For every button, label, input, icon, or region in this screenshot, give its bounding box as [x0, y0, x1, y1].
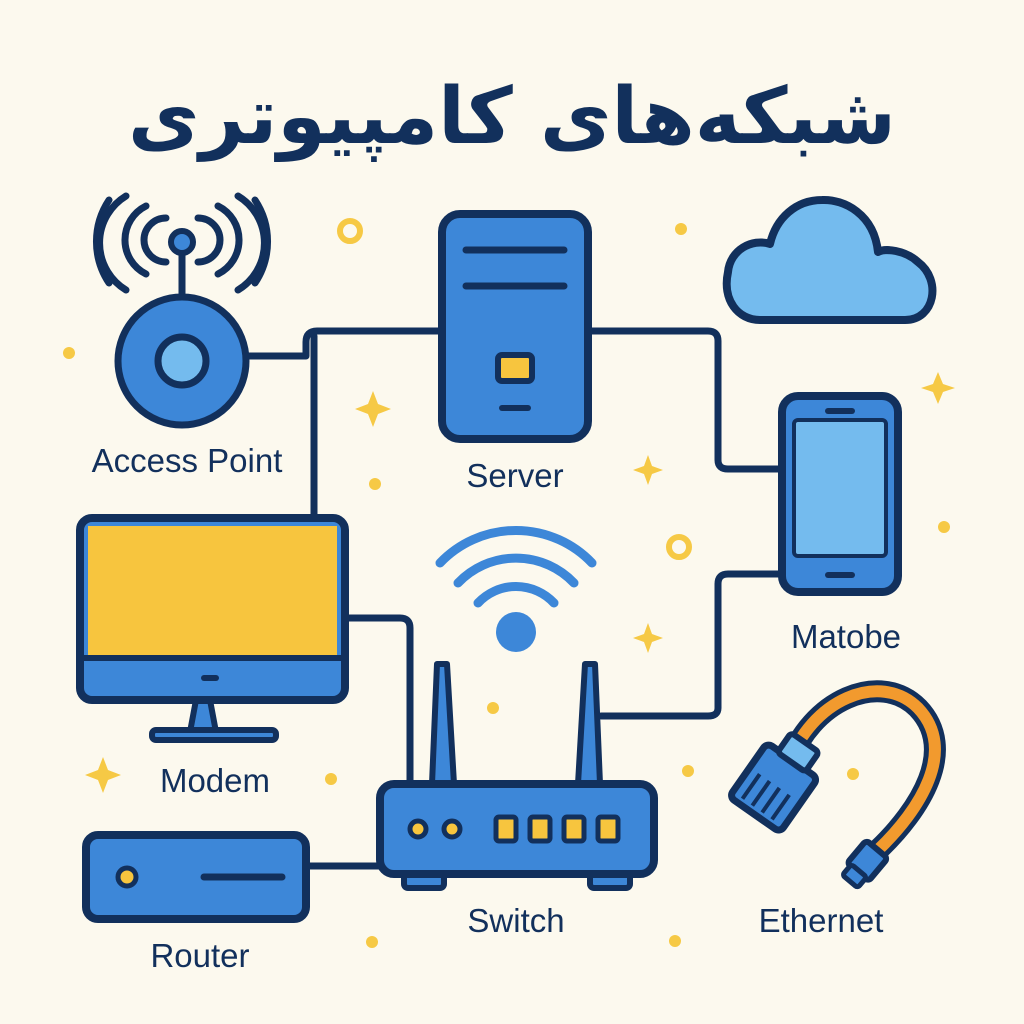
modem-label: Modem: [159, 762, 271, 799]
server-icon: [438, 210, 592, 443]
line-server-mobile: [584, 327, 786, 473]
ethernet-label: Ethernet: [758, 902, 884, 939]
line-access-point-server: [244, 327, 446, 360]
connection-lines: [244, 327, 786, 870]
cloud-icon: [722, 195, 937, 324]
router-label: Router: [150, 937, 250, 974]
switch-label: Switch: [467, 902, 565, 939]
line-mobile-switch: [597, 570, 786, 720]
access-point-label: Access Point: [91, 442, 283, 479]
wifi-icon: [435, 525, 597, 652]
decorative-sparkles: [63, 218, 955, 948]
server-label: Server: [466, 457, 564, 494]
page-title: شبکه‌های کامپیوتری: [127, 72, 897, 162]
router-icon: [82, 831, 310, 923]
line-modem-switch: [341, 614, 414, 789]
switch-icon: [376, 661, 658, 891]
ethernet-cable-icon: [728, 680, 946, 890]
mobile-phone-icon: [778, 392, 902, 596]
access-point-icon: [93, 192, 271, 429]
mobile-label: Matobe: [790, 618, 902, 655]
monitor-icon: [76, 514, 349, 743]
